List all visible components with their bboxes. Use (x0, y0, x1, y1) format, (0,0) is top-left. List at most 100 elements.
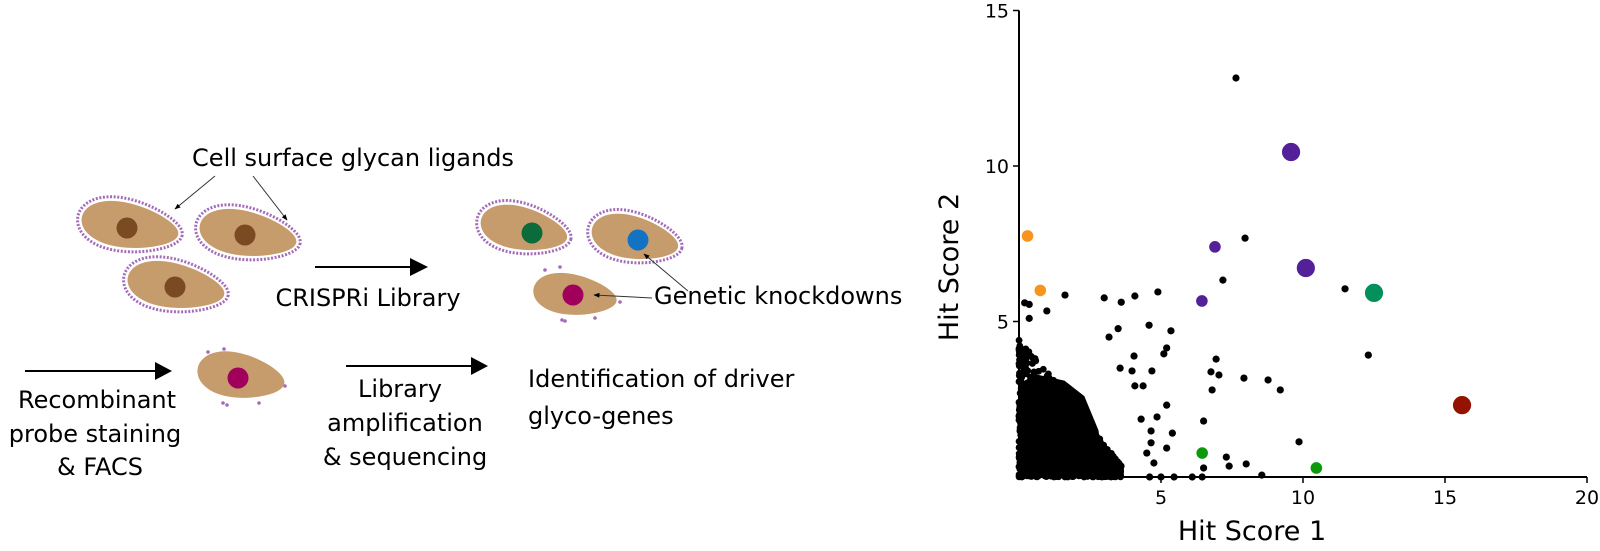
scatter-point (1163, 401, 1171, 409)
nucleus (627, 229, 649, 251)
scatter-point (1364, 282, 1384, 303)
cluster-point (1070, 407, 1078, 415)
cluster-point (1079, 414, 1087, 422)
scatter-point (1025, 300, 1033, 308)
cluster-point (1043, 372, 1051, 380)
cluster-point (1050, 439, 1058, 447)
scatter-point (1131, 382, 1139, 390)
scatter-point (1148, 367, 1156, 375)
scatter-point (1020, 229, 1035, 243)
cluster-point (1089, 429, 1097, 437)
cluster-point (1032, 375, 1040, 383)
scatter-point (1232, 74, 1240, 82)
pointer-arrow-magenta-nucleus (593, 292, 653, 299)
scatter-point (1100, 294, 1108, 302)
x-axis-label: Hit Score 1 (1178, 516, 1326, 547)
step-sequencing-line-3: & sequencing (323, 443, 487, 471)
cluster-point (1092, 435, 1100, 442)
nucleus (227, 367, 249, 389)
nucleus (521, 222, 543, 244)
cluster-point (1030, 399, 1037, 407)
cluster-point (1049, 402, 1056, 410)
cluster-point (1044, 419, 1052, 427)
step-identification-line-1: Identification of driver (528, 365, 794, 393)
cluster-point (1019, 346, 1027, 353)
cluster-point (1056, 461, 1064, 469)
glycan-dot (225, 403, 229, 407)
scatter-point (1225, 462, 1233, 470)
cluster-point (1065, 465, 1073, 473)
scatter-point (1130, 352, 1138, 360)
step-staining-line-3: & FACS (57, 453, 143, 481)
cluster-point (1072, 466, 1079, 474)
scatter-point (1364, 351, 1372, 359)
glycan-dot (593, 316, 597, 320)
y-tick-label: 5 (997, 312, 1009, 334)
cluster-point (1064, 446, 1072, 454)
cluster-point (1020, 442, 1027, 450)
glycan-dot (206, 350, 210, 354)
cluster-point (1042, 408, 1050, 416)
glycan-dot (560, 318, 564, 322)
cluster-point (1102, 464, 1110, 472)
step-sequencing-line-1: Library (358, 375, 442, 403)
scatter-point (1143, 449, 1151, 457)
cluster-point (1057, 392, 1065, 400)
pointer-arrow-cell-1 (174, 175, 216, 210)
step-staining-line-1: Recombinant (18, 386, 176, 414)
nucleus (116, 217, 138, 239)
scatter-point (1147, 427, 1155, 435)
scatter-point (1160, 350, 1168, 358)
cluster-point (1036, 436, 1044, 444)
cluster-point (1103, 455, 1111, 463)
scatter-point (1240, 374, 1248, 382)
scatter-point (1195, 446, 1209, 460)
scatter-point (1200, 464, 1208, 472)
cluster-point (1037, 411, 1045, 419)
dense-point-cluster (1015, 336, 1125, 481)
cluster-point (1070, 402, 1077, 409)
cell-kd-blue (586, 207, 684, 265)
cluster-point (1092, 466, 1100, 474)
cluster-point (1115, 463, 1123, 471)
cluster-point (1083, 435, 1091, 443)
cluster-point (1037, 461, 1044, 469)
scatter-point (1131, 292, 1139, 300)
cluster-point (1088, 461, 1096, 468)
cluster-point (1027, 412, 1035, 420)
scatter-point (1295, 438, 1303, 446)
x-tick-label: 5 (1155, 487, 1167, 509)
glycan-ligands-label: Cell surface glycan ligands (192, 144, 514, 172)
scatter-point (1105, 333, 1113, 341)
cluster-point (1018, 454, 1026, 462)
x-tick-label: 15 (1433, 487, 1457, 509)
cluster-point (1059, 438, 1067, 446)
cell-sorted-magenta (197, 347, 287, 407)
cluster-point (1075, 427, 1083, 435)
cluster-point (1052, 417, 1060, 425)
scatter-point (1145, 321, 1153, 329)
glycan-dot (618, 300, 622, 304)
cluster-point (1041, 395, 1049, 402)
cluster-point (1047, 397, 1055, 404)
cluster-point (1041, 382, 1049, 390)
scatter-point (1295, 258, 1316, 278)
step-sequencing-line-2: amplification (327, 409, 483, 437)
cluster-point (1057, 423, 1064, 431)
knockdown-cells (475, 198, 684, 323)
cluster-point (1030, 392, 1037, 400)
cluster-point (1071, 439, 1079, 446)
step-identification-line-2: glyco-genes (528, 402, 674, 430)
scatter-point (1276, 386, 1284, 394)
cluster-point (1076, 450, 1084, 458)
cluster-point (1031, 369, 1038, 376)
scatter-point (1281, 142, 1301, 162)
cluster-point (1049, 408, 1057, 416)
cluster-point (1027, 353, 1035, 360)
scatter-point (1167, 327, 1175, 335)
scatter-point (1150, 459, 1158, 467)
cluster-point (1097, 472, 1105, 480)
pointer-arrow-cell-2 (252, 175, 288, 221)
cluster-point (1100, 441, 1108, 449)
scatter-point (1128, 367, 1136, 375)
